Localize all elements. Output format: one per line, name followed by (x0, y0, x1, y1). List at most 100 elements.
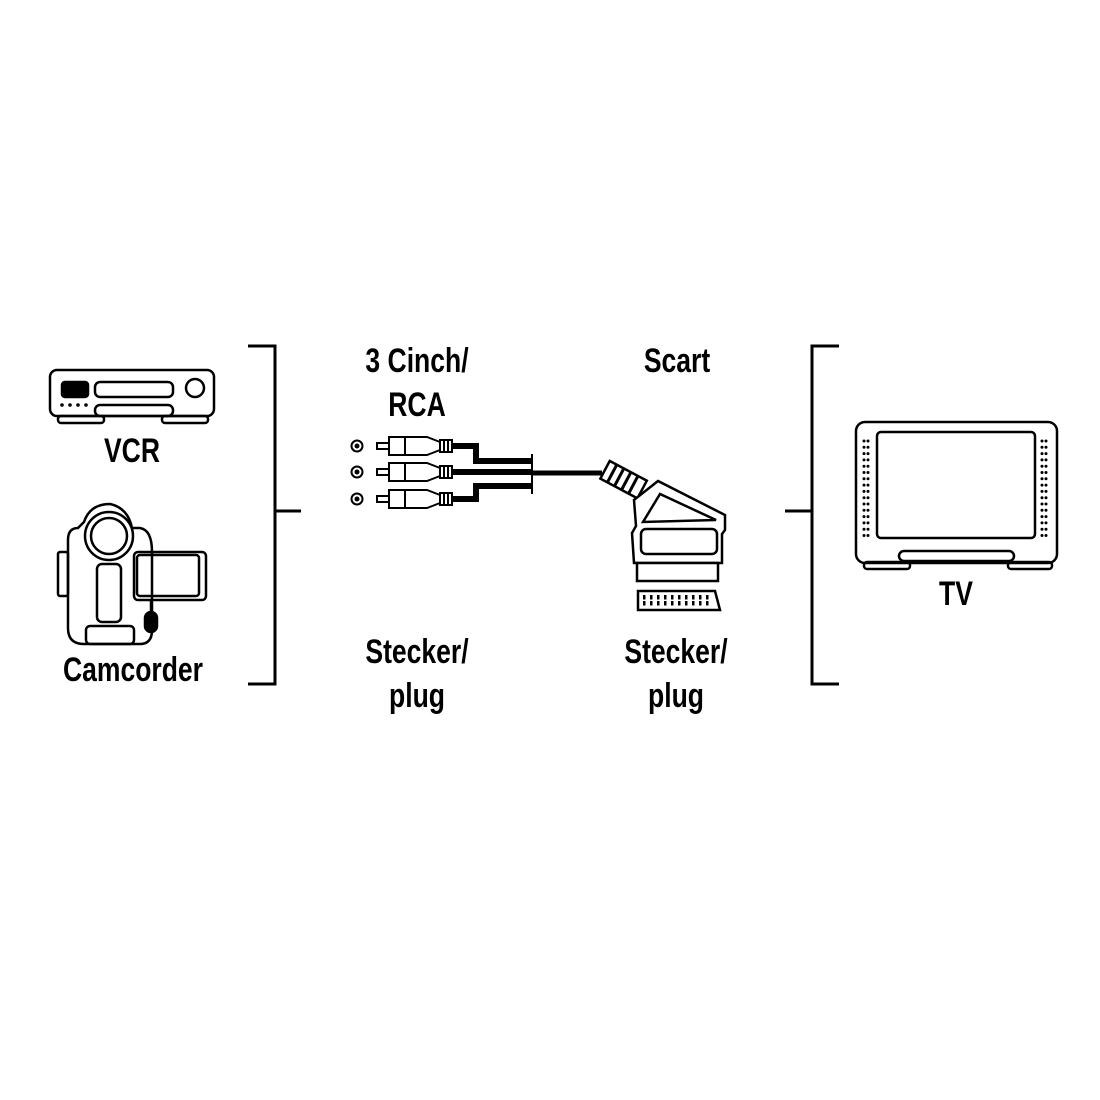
speaker-dot (866, 483, 870, 487)
speaker-dot (866, 458, 870, 462)
scart-plug-icon (598, 459, 727, 612)
speaker-dot (862, 458, 866, 462)
speaker-dot (1044, 496, 1048, 500)
speaker-dot (1040, 458, 1044, 462)
scart-pin (685, 595, 688, 600)
speaker-dot (1040, 464, 1044, 468)
rca-type-label-line2: RCA (388, 386, 446, 424)
tv-icon (854, 420, 1059, 571)
speaker-dot (862, 527, 866, 531)
tv-speaker-left (862, 439, 870, 537)
speaker-dot (866, 521, 870, 525)
camcorder-label: Camcorder (62, 651, 204, 689)
speaker-dot (862, 471, 866, 474)
scart-pin (650, 601, 653, 606)
rca-plug-3 (350, 489, 453, 509)
scart-pin (678, 601, 681, 606)
speaker-dot (1044, 439, 1048, 443)
speaker-dot (1040, 496, 1044, 500)
speaker-dot (866, 515, 870, 519)
speaker-dot (1044, 502, 1048, 506)
speaker-dot (866, 464, 870, 468)
speaker-dot (866, 439, 870, 443)
scart-pin (706, 601, 709, 606)
speaker-dot (866, 445, 870, 449)
rca-connector-label-line1: Stecker/ (365, 633, 469, 671)
speaker-dot (1044, 452, 1048, 456)
scart-pin (650, 595, 653, 600)
speaker-dot (862, 521, 866, 525)
scart-pin (657, 601, 660, 606)
speaker-dot (1044, 508, 1048, 512)
speaker-dot (1040, 515, 1044, 519)
speaker-dot (862, 508, 866, 512)
speaker-dot (862, 496, 866, 500)
scart-pin (699, 601, 702, 606)
speaker-dot (866, 496, 870, 500)
speaker-dot (862, 489, 866, 493)
speaker-dot (866, 508, 870, 512)
speaker-dot (1040, 527, 1044, 531)
scart-type-label: Scart (643, 342, 711, 380)
scart-connector-label-line1: Stecker/ (624, 633, 728, 671)
speaker-dot (1044, 483, 1048, 487)
rca-plug-icon (350, 436, 453, 509)
speaker-dot (862, 502, 866, 506)
speaker-dot (1040, 477, 1044, 481)
scart-pin (657, 595, 660, 600)
speaker-dot (866, 489, 870, 493)
scart-pin (699, 595, 702, 600)
scart-connector-label-line2: plug (648, 677, 704, 715)
tv-speaker-right (1040, 439, 1048, 537)
speaker-dot (1044, 477, 1048, 481)
scart-pin (664, 595, 667, 600)
speaker-dot (1040, 521, 1044, 525)
scart-pin (643, 595, 646, 600)
speaker-dot (862, 477, 866, 481)
speaker-dot (1040, 508, 1044, 512)
speaker-dot (862, 445, 866, 449)
speaker-dot (866, 502, 870, 506)
camcorder-icon (56, 502, 208, 646)
speaker-dot (1040, 471, 1044, 474)
speaker-dot (1044, 445, 1048, 449)
scart-pin (643, 601, 646, 606)
speaker-dot (862, 439, 866, 443)
tv-label: TV (939, 575, 973, 613)
scart-pin (706, 595, 709, 600)
speaker-dot (866, 471, 870, 474)
vcr-icon (48, 368, 216, 425)
speaker-dot (1044, 464, 1048, 468)
scart-pin (692, 595, 695, 600)
speaker-dot (866, 477, 870, 481)
rca-plug-2 (350, 462, 453, 482)
rca-connector-label-line2: plug (389, 677, 445, 715)
speaker-dot (1040, 489, 1044, 493)
cable-wires (452, 443, 602, 502)
speaker-dot (1044, 515, 1048, 519)
speaker-dot (866, 534, 870, 537)
right-bracket (785, 344, 839, 686)
speaker-dot (862, 452, 866, 456)
speaker-dot (1040, 534, 1044, 537)
speaker-dot (1040, 452, 1044, 456)
speaker-dot (866, 527, 870, 531)
scart-pin (664, 601, 667, 606)
speaker-dot (1044, 521, 1048, 525)
speaker-dot (1044, 527, 1048, 531)
speaker-dot (862, 483, 866, 487)
speaker-dot (1040, 439, 1044, 443)
speaker-dot (1044, 534, 1048, 537)
speaker-dot (1044, 458, 1048, 462)
scart-pin (678, 595, 681, 600)
speaker-dot (1044, 471, 1048, 474)
vcr-label: VCR (103, 432, 160, 470)
rca-plug-1 (350, 436, 453, 456)
speaker-dot (1044, 489, 1048, 493)
scart-pin-face (636, 589, 722, 612)
speaker-dot (866, 452, 870, 456)
scart-pin (685, 601, 688, 606)
speaker-dot (1040, 445, 1044, 449)
